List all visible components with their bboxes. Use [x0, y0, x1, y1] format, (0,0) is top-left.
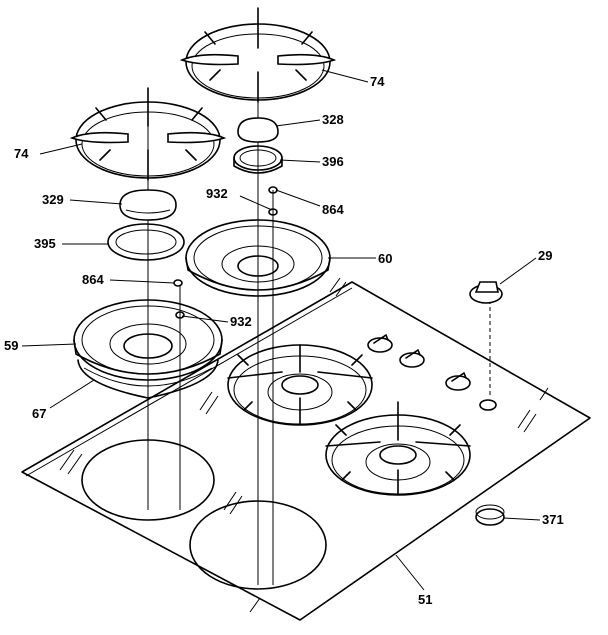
explosion-lines [147, 95, 491, 585]
callout-leaders [21, 69, 541, 591]
label-left-pan: 59 [4, 338, 18, 353]
left-drip-bowl [77, 359, 219, 399]
grommet [475, 504, 505, 526]
rear-grate [179, 7, 337, 103]
installed-front-burner [325, 401, 471, 496]
control-knob [469, 281, 503, 304]
label-left-screw: 864 [82, 272, 104, 287]
label-knob: 29 [538, 248, 552, 263]
knob-bezels [367, 334, 497, 411]
screws-and-springs [173, 186, 278, 319]
label-cooktop: 51 [418, 592, 432, 607]
label-rear-spring: 932 [206, 186, 228, 201]
part-labels: 74 74 328 396 864 329 932 395 60 864 932… [4, 74, 564, 607]
label-left-ring: 395 [34, 236, 56, 251]
left-grate [69, 87, 227, 181]
label-left-bowl: 67 [32, 406, 46, 421]
installed-rear-burner [227, 344, 373, 426]
label-rear-ring: 396 [322, 154, 344, 169]
left-burner-cap [119, 189, 177, 221]
label-rear-grate: 74 [370, 74, 385, 89]
rear-burner-ring [233, 145, 283, 174]
label-rear-pan: 60 [378, 251, 392, 266]
left-burner-ring [107, 223, 185, 261]
rear-burner-cap [237, 117, 279, 143]
label-grommet: 371 [542, 512, 564, 527]
label-left-cap: 329 [42, 192, 64, 207]
label-rear-screw: 864 [322, 202, 344, 217]
cooktop-panel [21, 277, 591, 621]
label-left-spring: 932 [230, 314, 252, 329]
label-rear-cap: 328 [322, 112, 344, 127]
label-left-grate: 74 [14, 146, 29, 161]
left-drip-pan [73, 299, 223, 381]
